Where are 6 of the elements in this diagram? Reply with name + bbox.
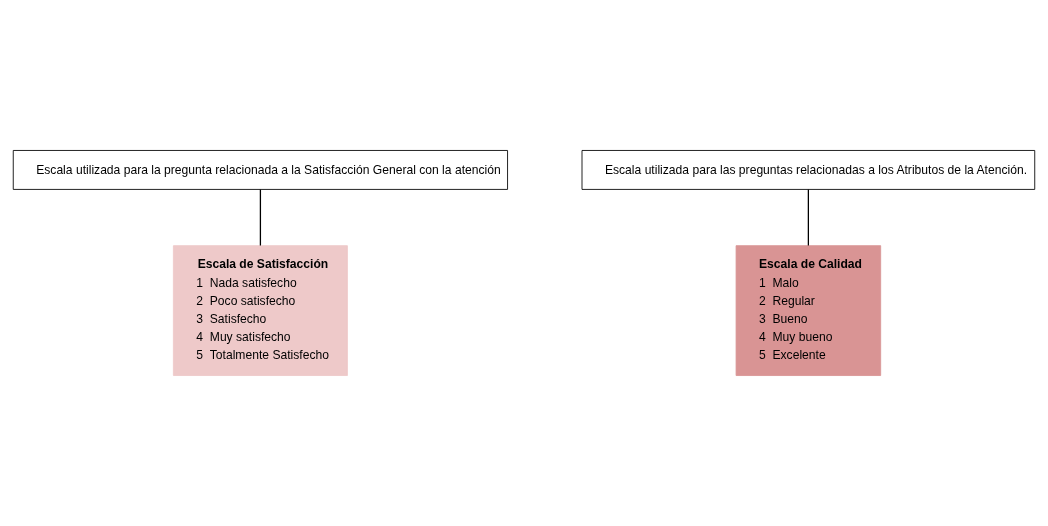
connector <box>259 188 262 247</box>
connector <box>807 188 809 247</box>
node-box: Escala utilizada para las preguntas relacionadas a los Atributos de la Atención. <box>581 150 1036 190</box>
node-box: Escala de Satisfacción 1 Nada satisfecho 2 Poco satisfecho 3 Satisfecho 4 Muy satisfecho 5 Totalmente Satisfecho <box>172 245 348 376</box>
node-box: Escala utilizada para la pregunta relacionada a la Satisfacción General con la atención <box>12 150 508 190</box>
node-box: Escala de Calidad 1 Malo 2 Regular 3 Bueno 4 Muy bueno 5 Excelente <box>735 245 882 376</box>
